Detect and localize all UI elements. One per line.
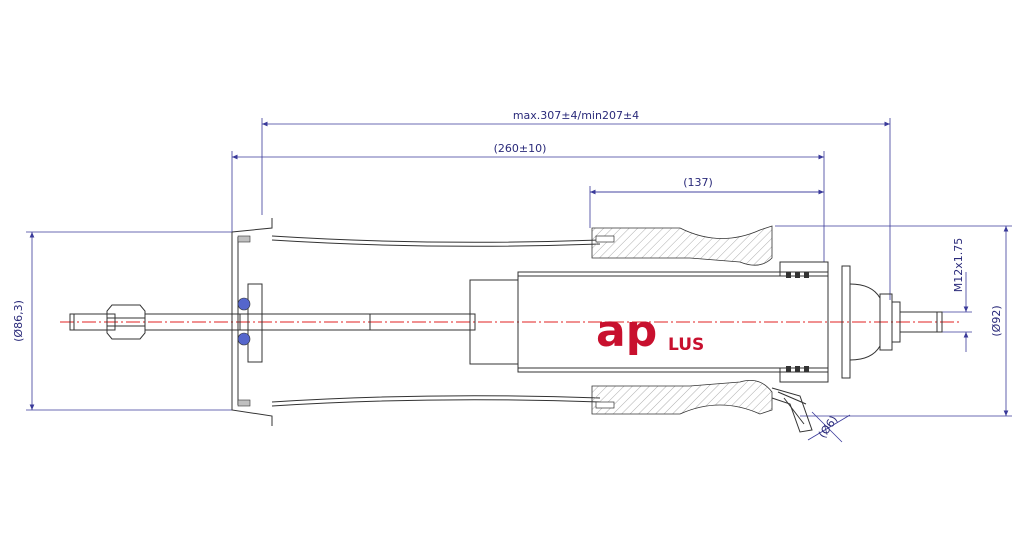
right-mount: [841, 265, 943, 379]
housing-top: [591, 225, 773, 266]
dimension-left-diameter: (Ø86,3): [12, 231, 232, 411]
left-diameter-label: (Ø86,3): [12, 300, 25, 342]
air-bellows: [271, 235, 601, 407]
ap-plus-logo: ap LUS: [596, 306, 704, 357]
clip-top: [595, 235, 615, 243]
piston-rod: [239, 313, 476, 331]
seal-bottom: [237, 332, 251, 346]
housing-bottom: [591, 379, 773, 415]
right-gland: [779, 261, 829, 383]
dimension-fitting: (Ø6): [807, 411, 851, 443]
clip-bottom: [595, 401, 615, 409]
left-end-cap: [231, 218, 273, 426]
dimension-overall: max.307±4/min207±4: [261, 109, 891, 300]
logo-secondary: LUS: [668, 335, 704, 355]
dimension-right-diameter: (Ø92): [775, 225, 1012, 417]
dimension-thread: M12x1.75: [900, 238, 972, 352]
right-diameter-label: (Ø92): [990, 305, 1003, 336]
body-length-label: (137): [683, 176, 713, 189]
dimension-body: (137): [589, 176, 824, 228]
compressed-length-label: (260±10): [494, 142, 547, 155]
air-fitting: [771, 387, 813, 433]
thread-label: M12x1.75: [952, 238, 965, 293]
seal-top: [237, 297, 251, 311]
overall-length-label: max.307±4/min207±4: [513, 109, 639, 122]
logo-primary: ap: [596, 306, 657, 357]
dimension-compressed: (260±10): [231, 142, 825, 262]
damper-body: [469, 271, 829, 373]
